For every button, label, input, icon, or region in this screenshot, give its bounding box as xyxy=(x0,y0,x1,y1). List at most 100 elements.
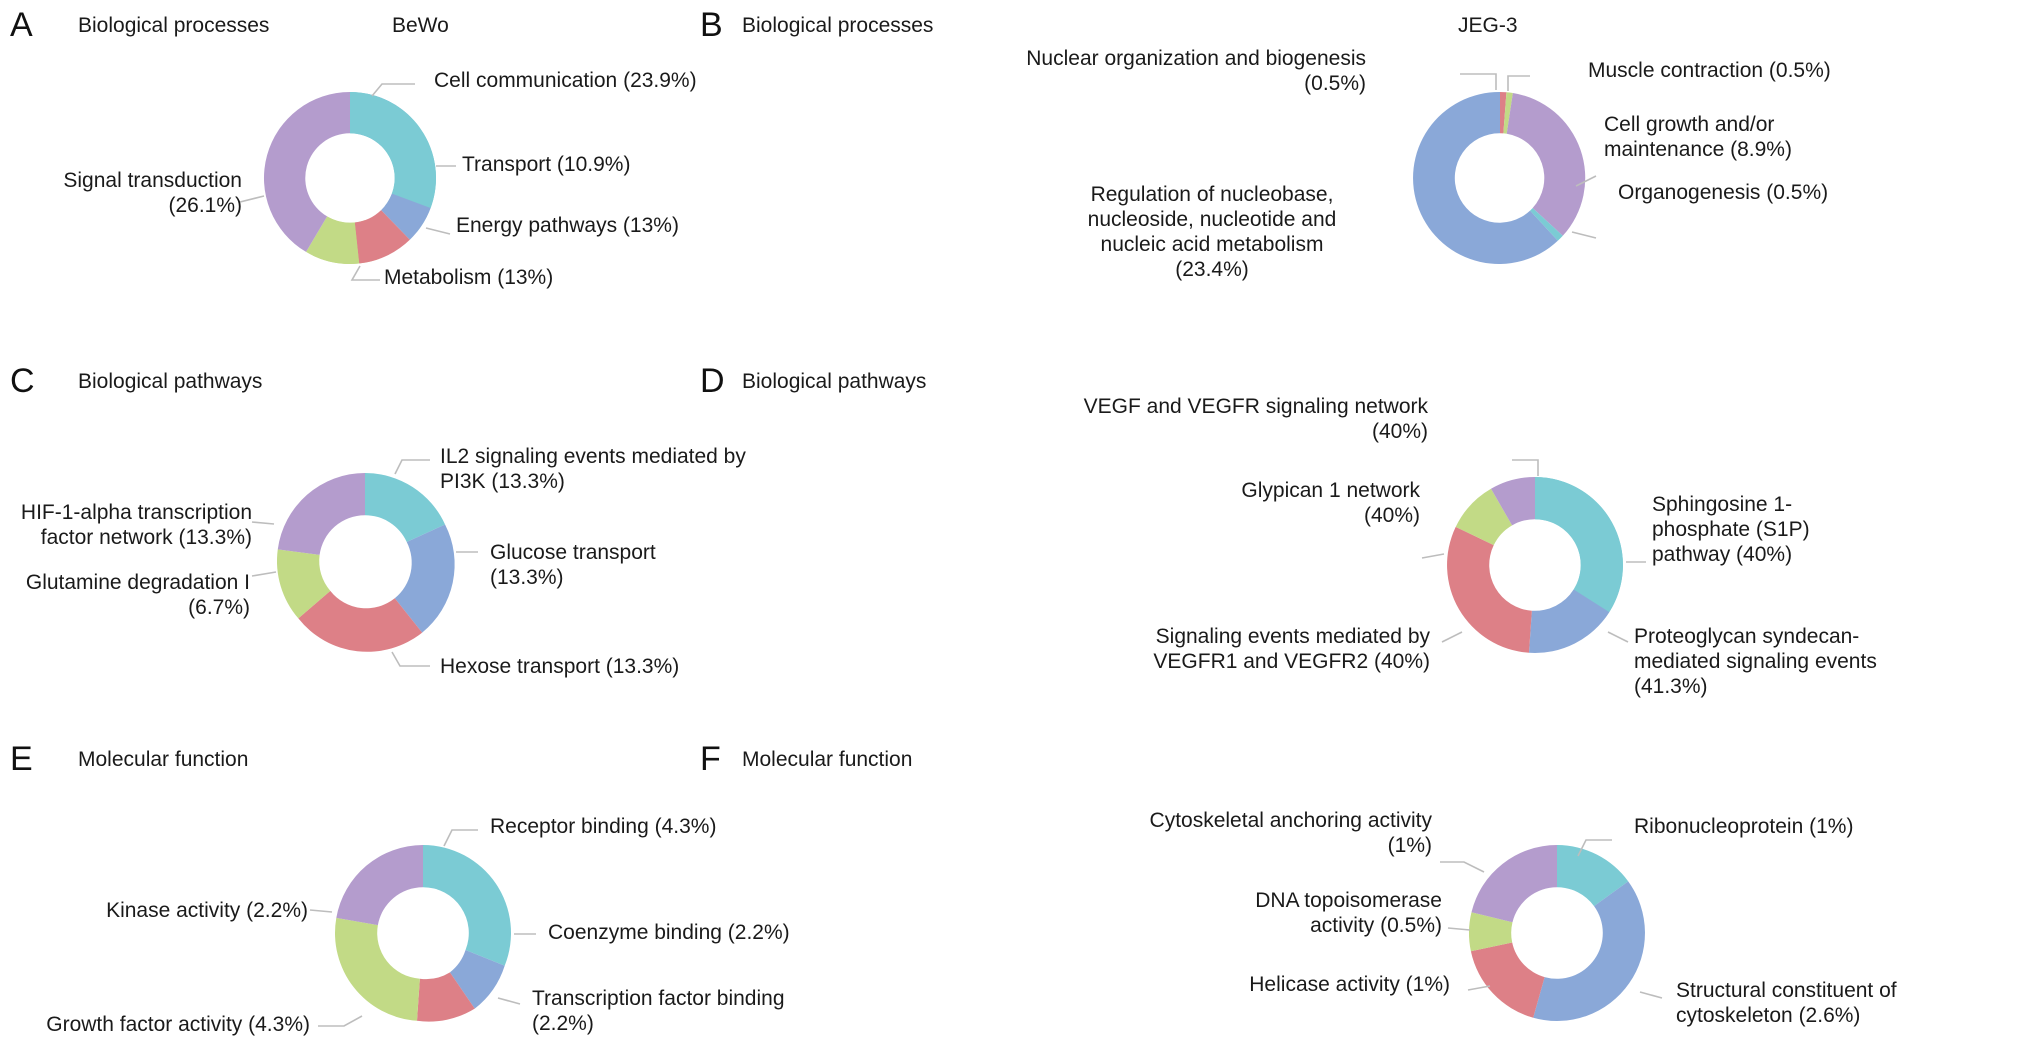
label-transcription-line2: (2.2%) xyxy=(532,1012,594,1035)
label-transcription-line1: Transcription factor binding xyxy=(532,987,785,1010)
slice-d-vegf-vegfr xyxy=(1491,477,1535,526)
label-vegf-line1: VEGF and VEGFR signaling network xyxy=(1083,395,1428,418)
panel-d-donut-chart xyxy=(1421,459,1646,660)
label-coenzyme-binding: Coenzyme binding (2.2%) xyxy=(548,921,790,944)
label-il2-line1: IL2 signaling events mediated by xyxy=(440,445,746,468)
slice-f-ribonucleoprotein xyxy=(1557,845,1629,907)
slice-b-muscle-contraction xyxy=(1503,92,1513,134)
label-transcription-factor-binding: Transcription factor binding (2.2%) xyxy=(532,986,892,1036)
label-glutamine-line2: (6.7%) xyxy=(188,596,250,619)
label-proteoglycan-line1: Proteoglycan syndecan- xyxy=(1634,625,1860,648)
label-regulation-line3: nucleic acid metabolism xyxy=(1100,233,1324,256)
slice-a-metabolism xyxy=(306,216,360,265)
label-signal-transduction: Signal transduction (26.1%) xyxy=(20,168,242,218)
slice-a-energy-pathways xyxy=(354,210,410,264)
panel-e-donut-chart xyxy=(309,829,536,1033)
label-cytoskeletal-anchoring: Cytoskeletal anchoring activity (1%) xyxy=(1082,808,1432,858)
label-regulation-nucleobase: Regulation of nucleobase, nucleoside, nu… xyxy=(1062,182,1362,282)
slice-e-transcription-factor-binding xyxy=(416,972,475,1022)
label-signaling-line1: Signaling events mediated by xyxy=(1155,625,1430,648)
slice-e-receptor-binding xyxy=(423,845,512,966)
label-structural-line2: cytoskeleton (2.6%) xyxy=(1676,1004,1861,1027)
panel-c-letter: C xyxy=(10,362,35,400)
slice-f-structural-constituent xyxy=(1533,881,1645,1021)
panel-d-donut-svg xyxy=(1421,459,1646,653)
label-cell-growth-line2: maintenance (8.9%) xyxy=(1604,138,1792,161)
slice-c-il2-signaling xyxy=(365,473,446,542)
slice-f-cytoskeletal-anchoring xyxy=(1471,845,1557,923)
label-regulation-line4: (23.4%) xyxy=(1175,258,1249,281)
panel-f-category-title: Molecular function xyxy=(742,748,913,771)
label-structural-constituent: Structural constituent of cytoskeleton (… xyxy=(1676,978,2016,1028)
panel-b-donut-chart xyxy=(1400,73,1600,268)
label-vegf-line2: (40%) xyxy=(1371,420,1428,443)
label-glutamine-degradation: Glutamine degradation I (6.7%) xyxy=(18,570,250,620)
label-regulation-line1: Regulation of nucleobase, xyxy=(1090,183,1334,206)
panel-e-category-title: Molecular function xyxy=(78,748,249,771)
label-il2-line2: PI3K (13.3%) xyxy=(440,470,565,493)
label-cytoskeletal-line1: Cytoskeletal anchoring activity xyxy=(1149,809,1432,832)
slice-a-cell-communication xyxy=(350,92,437,209)
label-dna-topoisomerase: DNA topoisomerase activity (0.5%) xyxy=(1170,888,1442,938)
panel-b-cellline-title: JEG-3 xyxy=(1458,14,1518,37)
label-sphingosine-line2: phosphate (S1P) xyxy=(1652,518,1810,541)
label-glypican: Glypican 1 network (40%) xyxy=(1150,478,1420,528)
panel-a-category-title: Biological processes xyxy=(78,14,270,37)
label-glucose-line1: Glucose transport xyxy=(490,541,656,564)
label-sphingosine-line1: Sphingosine 1- xyxy=(1652,493,1793,516)
slice-b-cell-growth xyxy=(1506,92,1586,236)
label-nuclear-organization: Nuclear organization and biogenesis (0.5… xyxy=(930,46,1366,96)
panel-b-donut-svg xyxy=(1413,73,1597,264)
panel-d-letter: D xyxy=(700,362,725,400)
label-sphingosine-line3: pathway (40%) xyxy=(1652,543,1793,566)
slice-a-transport xyxy=(381,193,431,240)
panel-b-letter: B xyxy=(700,6,723,44)
label-topoisomerase-line1: DNA topoisomerase xyxy=(1255,889,1442,912)
label-cytoskeletal-line2: (1%) xyxy=(1387,834,1432,857)
slice-a-signal-transduction xyxy=(263,91,350,252)
panel-c-donut-chart xyxy=(251,459,478,667)
label-glucose-transport: Glucose transport (13.3%) xyxy=(490,540,750,590)
panel-f-donut-svg xyxy=(1440,839,1663,1021)
label-metabolism: Metabolism (13%) xyxy=(384,266,554,289)
label-hif1alpha: HIF-1-alpha transcription factor network… xyxy=(14,500,252,550)
slice-b-regulation-nucleobase xyxy=(1413,91,1558,264)
panel-a-cellline-title: BeWo xyxy=(392,14,449,37)
label-glutamine-line1: Glutamine degradation I xyxy=(25,571,250,594)
label-transport: Transport (10.9%) xyxy=(462,153,631,176)
label-cell-growth-line1: Cell growth and/or xyxy=(1604,113,1775,136)
label-proteoglycan: Proteoglycan syndecan- mediated signalin… xyxy=(1634,624,1974,699)
slice-f-dna-topoisomerase xyxy=(1468,912,1513,952)
slice-d-sphingosine-s1p xyxy=(1535,477,1623,613)
slice-e-growth-factor-activity xyxy=(335,917,420,1021)
slice-d-signaling-vegfr xyxy=(1447,526,1532,653)
slice-b-organogenesis xyxy=(1530,208,1563,241)
label-il2-signaling: IL2 signaling events mediated by PI3K (1… xyxy=(440,444,860,494)
label-kinase-activity: Kinase activity (2.2%) xyxy=(106,899,308,922)
slice-e-coenzyme-binding xyxy=(449,950,505,1009)
slice-c-glucose-transport xyxy=(394,524,455,633)
panel-a-donut-layer xyxy=(239,83,456,281)
slice-c-hexose-transport xyxy=(298,590,423,652)
panel-f-letter: F xyxy=(700,740,721,778)
label-hexose-transport: Hexose transport (13.3%) xyxy=(440,655,680,678)
slice-d-proteoglycan xyxy=(1528,589,1610,653)
label-hif-line2: factor network (13.3%) xyxy=(40,526,252,549)
slice-b-nuclear-organization xyxy=(1500,91,1507,134)
label-glucose-line2: (13.3%) xyxy=(490,566,564,589)
label-muscle-contraction: Muscle contraction (0.5%) xyxy=(1588,59,1831,82)
label-ribonucleoprotein: Ribonucleoprotein (1%) xyxy=(1634,815,1854,838)
label-cell-growth: Cell growth and/or maintenance (8.9%) xyxy=(1604,112,1904,162)
label-signal-transduction-line2: (26.1%) xyxy=(168,194,242,217)
label-cell-communication: Cell communication (23.9%) xyxy=(434,69,697,92)
label-signaling-line2: VEGFR1 and VEGFR2 (40%) xyxy=(1153,650,1430,673)
label-glypican-line2: (40%) xyxy=(1363,504,1420,527)
panel-a-donut-svg2 xyxy=(239,83,456,281)
label-regulation-line2: nucleoside, nucleotide and xyxy=(1087,208,1337,231)
label-signal-transduction-line1: Signal transduction xyxy=(63,169,242,192)
slice-c-glutamine-degradation xyxy=(277,549,331,619)
panel-c-leaders xyxy=(251,459,478,667)
label-structural-line1: Structural constituent of xyxy=(1676,979,1897,1002)
label-receptor-binding: Receptor binding (4.3%) xyxy=(490,815,717,838)
panel-e-letter: E xyxy=(10,740,33,778)
